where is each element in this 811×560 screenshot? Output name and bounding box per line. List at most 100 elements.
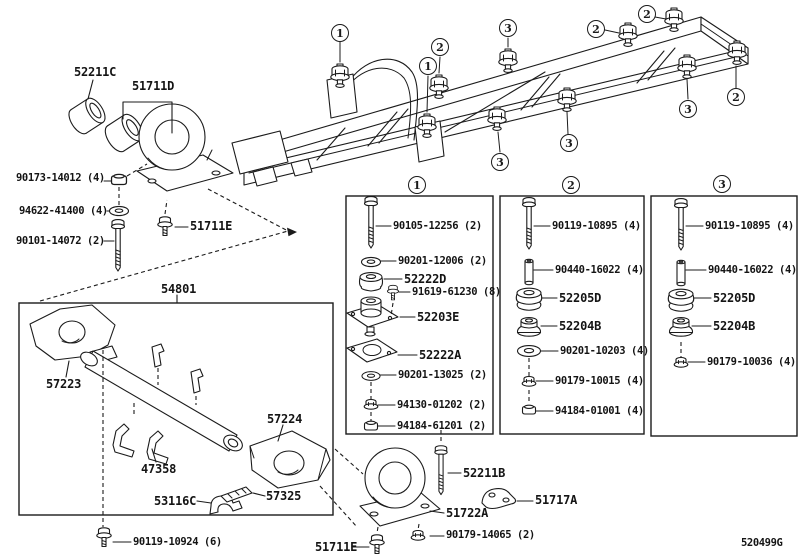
part-label: 90105-12256 (2) xyxy=(393,220,482,232)
callout-3: 3 xyxy=(679,100,697,118)
nut-icon xyxy=(410,529,426,541)
part-label: 52205D xyxy=(713,291,756,305)
bolt-icon xyxy=(157,216,173,237)
callout-1: 1 xyxy=(419,57,437,75)
bolt-icon xyxy=(363,196,379,249)
part-label: 52204B xyxy=(713,319,756,333)
part-label: 94184-01001 (4) xyxy=(555,405,644,417)
part-label: 90119-10895 (4) xyxy=(705,220,794,232)
part-label: 90179-14065 (2) xyxy=(446,529,535,541)
upper-mount-drawing xyxy=(39,79,297,302)
callout-1: 1 xyxy=(331,24,349,42)
nut-icon xyxy=(521,375,537,387)
lower-mount-drawing xyxy=(352,430,534,555)
part-label: 90201-12006 (2) xyxy=(398,255,487,267)
frame-assembly xyxy=(231,16,749,187)
part-label: 90179-10015 (4) xyxy=(555,375,644,387)
detail-3-callout: 3 xyxy=(713,175,731,193)
part-label: 90440-16022 (4) xyxy=(708,264,797,276)
body-mount-icon xyxy=(498,48,518,73)
part-label: 90179-10036 (4) xyxy=(707,356,796,368)
washer-icon xyxy=(360,256,382,268)
bushing-icon xyxy=(68,97,106,135)
cab-mount-support-icon xyxy=(359,447,441,527)
bushing-icon xyxy=(104,113,144,153)
crossmember-tube-icon xyxy=(80,350,243,452)
part-label: 90440-16022 (4) xyxy=(555,264,644,276)
cushion-icon xyxy=(516,317,542,337)
part-label: 52204B xyxy=(559,319,602,333)
part-label: 51711E xyxy=(315,540,358,554)
nut-icon xyxy=(673,356,689,368)
small-bracket-icon xyxy=(112,423,169,465)
clamp-icon xyxy=(209,495,243,515)
part-label: 51711E xyxy=(190,219,233,233)
tube-bracket-icon xyxy=(151,343,165,368)
washer-icon xyxy=(361,371,381,381)
part-label: 51722A xyxy=(446,506,489,520)
detail-box-1 xyxy=(345,195,494,435)
part-label: 90201-10203 (4) xyxy=(560,345,649,357)
nut-icon xyxy=(363,398,379,410)
washer-icon xyxy=(516,345,542,357)
cushion-plate-icon xyxy=(346,338,398,363)
part-label: 52205D xyxy=(559,291,602,305)
collar-icon xyxy=(676,259,686,287)
bolt-icon xyxy=(96,527,112,548)
callout-leader-lines xyxy=(339,16,737,153)
part-label: 47358 xyxy=(141,462,177,476)
detail-box-3 xyxy=(650,195,798,437)
callout-3: 3 xyxy=(499,19,517,37)
part-label: 51711D xyxy=(132,79,175,93)
part-label: 53116C xyxy=(154,494,197,508)
setscrew-icon xyxy=(386,284,400,301)
part-label: 90119-10895 (4) xyxy=(552,220,641,232)
callout-2: 2 xyxy=(431,38,449,56)
tube-bracket-icon xyxy=(190,368,204,394)
part-label: 57223 xyxy=(46,377,82,391)
cushion-icon xyxy=(668,317,694,337)
mounting-bracket-icon xyxy=(346,296,399,337)
detail-box-2 xyxy=(499,195,645,435)
part-label: 52222A xyxy=(419,348,462,362)
part-label: 90119-10924 (6) xyxy=(133,536,222,548)
nut-icon xyxy=(521,404,537,415)
part-label: 90173-14012 (4) xyxy=(16,172,105,184)
bolt-icon xyxy=(673,198,689,251)
part-label: 52222D xyxy=(404,272,447,286)
crossmember-box-drawing xyxy=(18,294,364,528)
part-label: 94622-41400 (4) xyxy=(19,205,108,217)
part-label: 52211C xyxy=(74,65,117,79)
nut-icon xyxy=(110,173,128,186)
part-label: 94184-61201 (2) xyxy=(397,420,486,432)
bracket-icon xyxy=(481,488,517,510)
part-label: 52211B xyxy=(463,466,506,480)
callout-2: 2 xyxy=(727,88,745,106)
part-label: 52203E xyxy=(417,310,460,324)
part-label: 90201-13025 (2) xyxy=(398,369,487,381)
cushion-icon xyxy=(515,287,543,311)
part-label: 90101-14072 (2) xyxy=(16,235,105,247)
part-label: 94130-01202 (2) xyxy=(397,399,486,411)
part-label: 57224 xyxy=(267,412,303,426)
bolt-icon xyxy=(110,219,126,272)
cushion-icon xyxy=(358,272,384,292)
callout-3: 3 xyxy=(560,134,578,152)
cushion-icon xyxy=(667,288,695,312)
detail-1-callout: 1 xyxy=(408,176,426,194)
bolt-icon xyxy=(369,534,385,555)
figure-code: 520499G xyxy=(741,537,783,549)
bolt-icon xyxy=(434,445,448,496)
bracket-left-icon xyxy=(29,304,118,364)
cab-mount-support-icon xyxy=(136,103,234,192)
callout-3: 3 xyxy=(491,153,509,171)
part-label: 57325 xyxy=(266,489,302,503)
part-label: 54801 xyxy=(161,282,197,296)
detail-2-callout: 2 xyxy=(562,176,580,194)
nut-icon xyxy=(363,420,379,431)
retainer-icon xyxy=(220,486,253,503)
callout-2: 2 xyxy=(587,20,605,38)
part-label: 51717A xyxy=(535,493,578,507)
